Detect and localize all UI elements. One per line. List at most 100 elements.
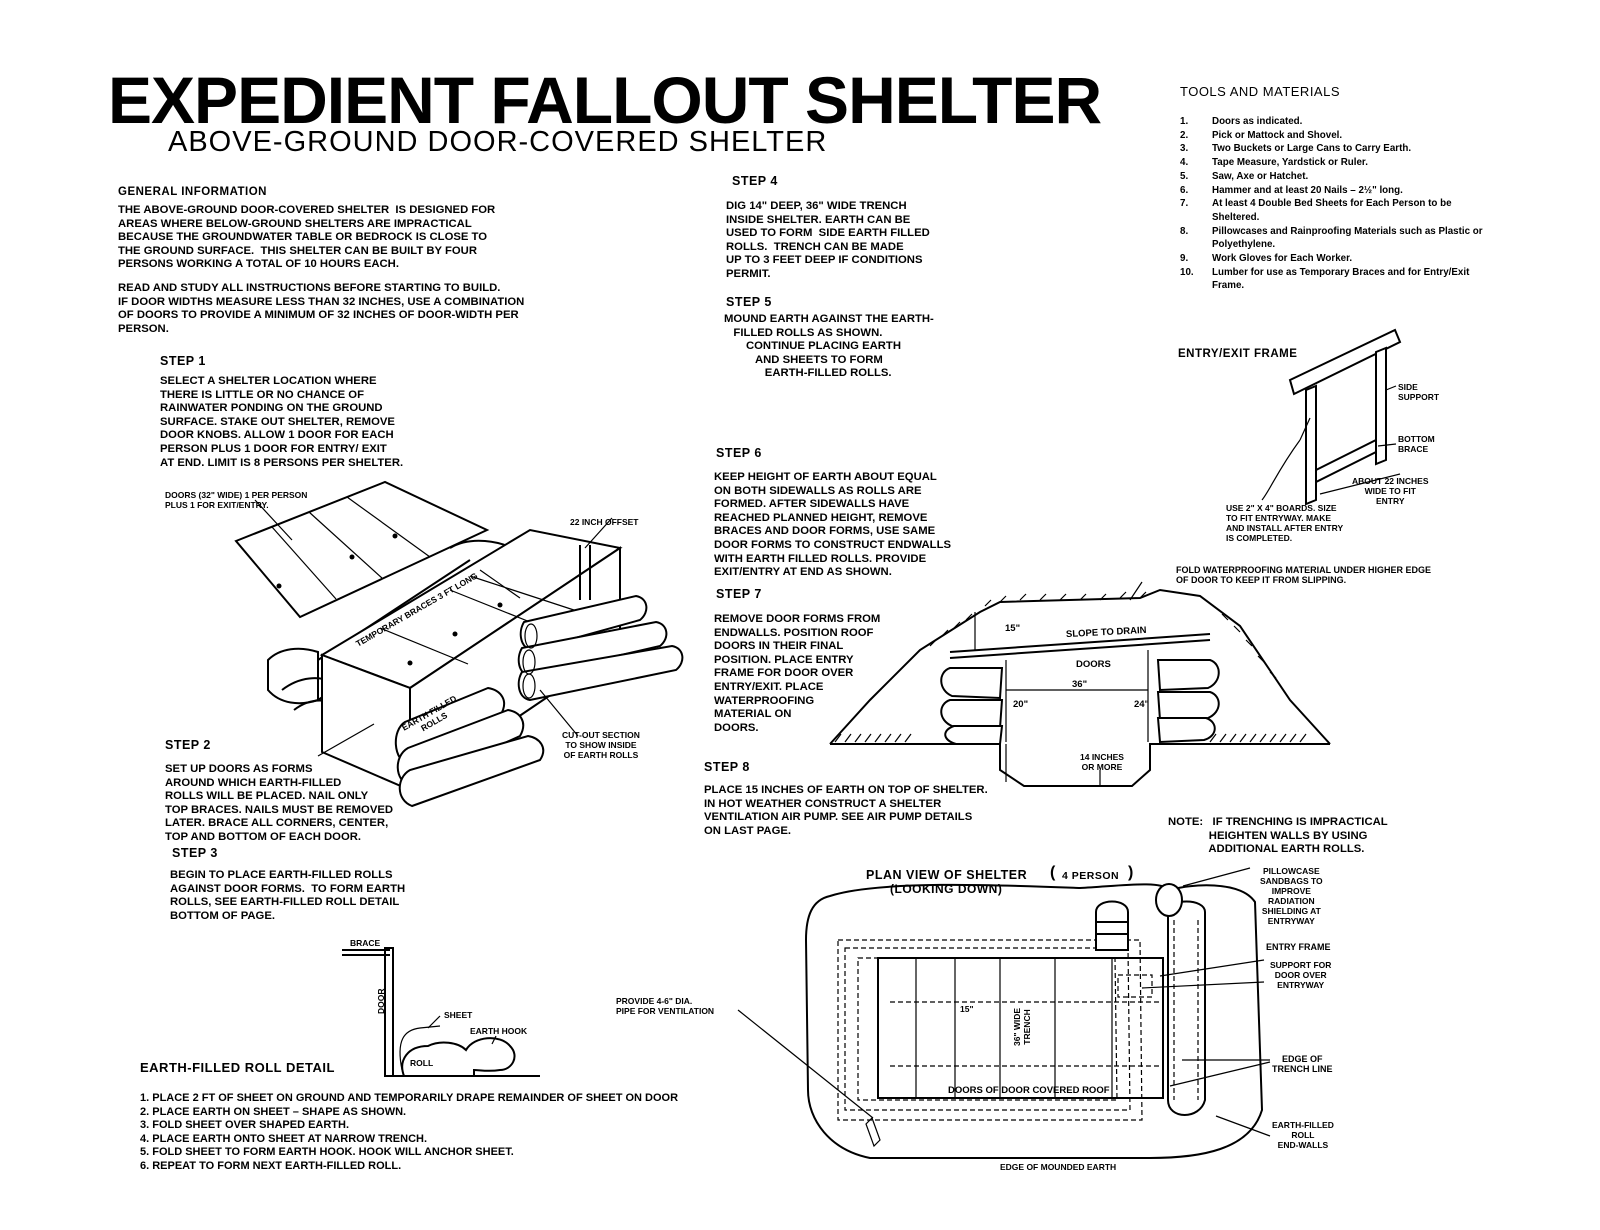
- tools-list-item: 7. At least 4 Double Bed Sheets for Each …: [1180, 197, 1500, 224]
- step3-heading: STEP 3: [172, 846, 218, 860]
- tools-item-text: At least 4 Double Bed Sheets for Each Pe…: [1212, 198, 1452, 223]
- tools-item-text: Lumber for use as Temporary Braces and f…: [1212, 266, 1470, 292]
- tools-item-text: Hammer and at least 20 Nails – 2½" long.: [1212, 184, 1403, 196]
- tools-item-number: 10.: [1180, 266, 1194, 278]
- roll-roll-label: ROLL: [410, 1058, 434, 1068]
- plan-trench-width-label: 36" WIDE TRENCH: [1012, 1007, 1032, 1046]
- tools-list: 1.Doors as indicated.2. Pick or Mattock a…: [1180, 115, 1500, 293]
- roll-detail-heading: EARTH-FILLED ROLL DETAIL: [140, 1060, 335, 1075]
- tools-item-text: Two Buckets or Large Cans to Carry Earth…: [1212, 143, 1412, 155]
- tools-item-number: 3.: [1180, 143, 1189, 155]
- trenching-note: NOTE: IF TRENCHING IS IMPRACTICAL HEIGHT…: [1168, 816, 1388, 856]
- tools-item-text: Tape Measure, Yardstick or Ruler.: [1212, 157, 1368, 169]
- side-support-label: SIDE SUPPORT: [1398, 382, 1440, 402]
- entry-frame-drawing: [1261, 328, 1402, 506]
- step3-text: BEGIN TO PLACE EARTH-FILLED ROLLS AGAINS…: [170, 869, 406, 922]
- plan-entry-frame-label: ENTRY FRAME: [1266, 942, 1331, 952]
- tools-list-item: 8. Pillowcases and Rainproofing Materials…: [1180, 225, 1500, 252]
- tools-list-item: 6. Hammer and at least 20 Nails – 2½" lon…: [1180, 184, 1500, 198]
- step7-text: REMOVE DOOR FORMS FROM ENDWALLS. POSITIO…: [714, 613, 881, 734]
- plan-dim-15-label: 15": [960, 1004, 974, 1014]
- roll-instruction-item: 3. FOLD SHEET OVER SHAPED EARTH.: [140, 1119, 350, 1132]
- section-doors-label: DOORS: [1076, 659, 1111, 670]
- step1-text: SELECT A SHELTER LOCATION WHERE THERE IS…: [160, 375, 404, 469]
- tools-heading: TOOLS AND MATERIALS: [1180, 84, 1341, 99]
- plan-vent-pipe-label: PROVIDE 4-6" DIA. PIPE FOR VENTILATION: [616, 996, 715, 1016]
- step6-heading: STEP 6: [716, 446, 762, 460]
- plan-persons-open-paren: (: [1050, 864, 1056, 881]
- roll-instruction-item: 4. PLACE EARTH ONTO SHEET AT NARROW TREN…: [140, 1132, 428, 1145]
- frame-boards-note: USE 2" X 4" BOARDS. SIZE TO FIT ENTRYWAY…: [1226, 503, 1344, 543]
- plan-persons-close-paren: ): [1128, 864, 1134, 881]
- step2-heading: STEP 2: [165, 738, 211, 752]
- tools-list-item: 2. Pick or Mattock and Shovel.: [1180, 129, 1500, 143]
- dim-36-label: 36": [1072, 679, 1088, 690]
- plan-view-title: PLAN VIEW OF SHELTER: [866, 868, 1028, 882]
- tools-item-number: 1.: [1180, 116, 1189, 127]
- plan-trench-edge-label: EDGE OF TRENCH LINE: [1272, 1054, 1333, 1074]
- tools-list-item: 10. Lumber for use as Temporary Braces an…: [1180, 266, 1500, 293]
- step8-heading: STEP 8: [704, 760, 750, 774]
- roll-door-label: DOOR: [376, 988, 386, 1015]
- roll-instruction-item: 1. PLACE 2 FT OF SHEET ON GROUND AND TEM…: [140, 1092, 679, 1104]
- roll-sheet-label: SHEET: [444, 1010, 473, 1020]
- cutout-section-label: CUT-OUT SECTION TO SHOW INSIDE OF EARTH …: [562, 730, 640, 760]
- plan-endwalls-label: EARTH-FILLED ROLL END-WALLS: [1272, 1120, 1334, 1150]
- roll-instruction-item: 6. REPEAT TO FORM NEXT EARTH-FILLED ROLL…: [140, 1159, 402, 1172]
- tools-item-text: Saw, Axe or Hatchet.: [1212, 170, 1309, 182]
- tools-item-number: 8.: [1180, 225, 1189, 237]
- tools-item-text: Pillowcases and Rainproofing Materials s…: [1212, 225, 1483, 251]
- fold-waterproofing-note: FOLD WATERPROOFING MATERIAL UNDER HIGHER…: [1176, 565, 1432, 585]
- tools-item-number: 9.: [1180, 253, 1189, 265]
- tools-list-item: 9. Work Gloves for Each Worker.: [1180, 252, 1500, 266]
- tools-item-number: 7.: [1180, 198, 1189, 210]
- step1-isometric-drawing: [234, 480, 684, 808]
- general-info-heading: GENERAL INFORMATION: [118, 186, 267, 198]
- tools-item-number: 4.: [1180, 157, 1189, 169]
- dim-15-label: 15": [1005, 623, 1021, 634]
- tools-item-text: Work Gloves for Each Worker.: [1212, 253, 1353, 265]
- tools-item-number: 2.: [1180, 129, 1189, 141]
- roll-earth-hook-label: EARTH HOOK: [470, 1026, 528, 1036]
- frame-width-label: ABOUT 22 INCHES WIDE TO FIT ENTRY: [1352, 476, 1429, 506]
- roll-instruction-item: 5. FOLD SHEET TO FORM EARTH HOOK. HOOK W…: [140, 1146, 514, 1159]
- plan-view-drawing: [737, 867, 1271, 1159]
- tools-item-text: Pick or Mattock and Shovel.: [1212, 129, 1343, 141]
- step5-heading: STEP 5: [726, 295, 772, 309]
- roll-brace-label: BRACE: [350, 938, 381, 948]
- page-title: EXPEDIENT FALLOUT SHELTER: [108, 63, 1102, 137]
- tools-list-item: 1.Doors as indicated.: [1180, 115, 1500, 129]
- plan-support-label: SUPPORT FOR DOOR OVER ENTRYWAY: [1270, 960, 1332, 990]
- step5-text: MOUND EARTH AGAINST THE EARTH- FILLED RO…: [724, 313, 934, 380]
- general-info-para2: READ AND STUDY ALL INSTRUCTIONS BEFORE S…: [118, 282, 525, 335]
- tools-list-item: 4. Tape Measure, Yardstick or Ruler.: [1180, 156, 1500, 170]
- tools-item-number: 6.: [1180, 184, 1189, 196]
- step8-text: PLACE 15 INCHES OF EARTH ON TOP OF SHELT…: [704, 784, 988, 837]
- roll-detail-drawing: [342, 947, 540, 1077]
- step1-heading: STEP 1: [160, 354, 206, 368]
- trench-depth-label: 14 INCHES OR MORE: [1080, 752, 1124, 772]
- bottom-brace-label: BOTTOM BRACE: [1398, 434, 1435, 454]
- offset-label: 22 INCH OFFSET: [570, 517, 639, 527]
- cross-section-drawing: [829, 581, 1331, 787]
- plan-persons-label: 4 PERSON: [1062, 870, 1120, 882]
- dim-24-label: 24": [1134, 699, 1150, 710]
- step2-text: SET UP DOORS AS FORMS AROUND WHICH EARTH…: [165, 763, 394, 843]
- general-info-para1: THE ABOVE-GROUND DOOR-COVERED SHELTER IS…: [118, 204, 496, 271]
- page-subtitle: ABOVE-GROUND DOOR-COVERED SHELTER: [168, 126, 828, 158]
- step4-text: DIG 14" DEEP, 36" WIDE TRENCH INSIDE SHE…: [726, 200, 930, 280]
- dim-20-label: 20": [1013, 699, 1029, 710]
- step7-heading: STEP 7: [716, 587, 762, 601]
- step6-text: KEEP HEIGHT OF EARTH ABOUT EQUAL ON BOTH…: [714, 471, 952, 579]
- loose-doors-panel: [234, 480, 490, 619]
- cutout-earth-rolls: [517, 594, 684, 702]
- tools-item-number: 5.: [1180, 170, 1189, 182]
- pillowcase-sandbags-label: PILLOWCASE SANDBAGS TO IMPROVE RADIATION…: [1260, 866, 1323, 926]
- tools-list-item: 5. Saw, Axe or Hatchet.: [1180, 170, 1500, 184]
- earth-rolls-front: [394, 686, 545, 808]
- step4-heading: STEP 4: [732, 174, 778, 188]
- roll-instructions-list: 1. PLACE 2 FT OF SHEET ON GROUND AND TEM…: [140, 1092, 678, 1174]
- roll-instruction-item: 2. PLACE EARTH ON SHEET – SHAPE AS SHOWN…: [140, 1105, 407, 1118]
